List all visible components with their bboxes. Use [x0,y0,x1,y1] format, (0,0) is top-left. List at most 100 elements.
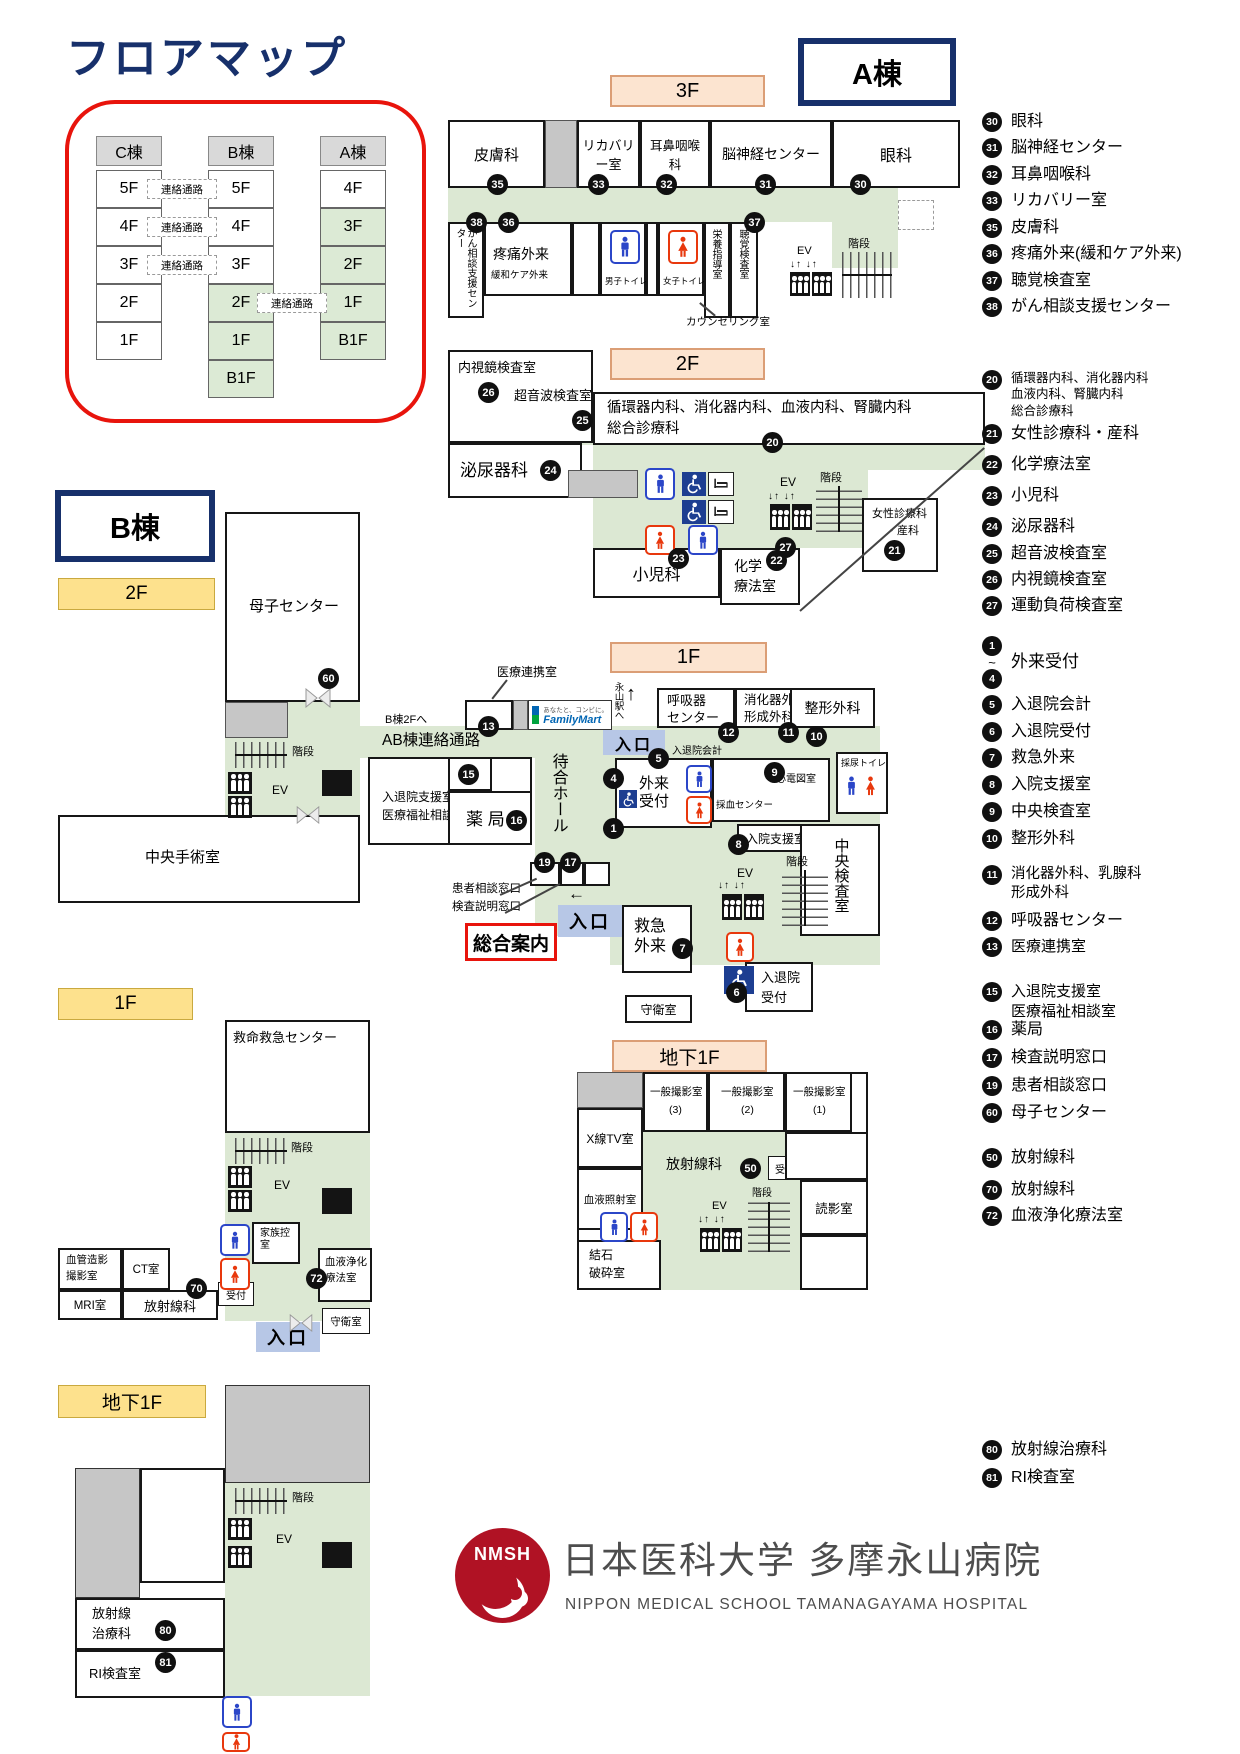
ev-arrows-1f: ↓↑ ↓↑ [718,880,746,891]
marker-23: 23 [668,548,689,569]
womens-toilet-icon-2f [645,525,675,555]
mens-toilet-icon-bb1 [222,1696,252,1728]
marker-37: 37 [744,212,765,233]
accessible-toilet-icon [682,500,706,524]
room-blank-ab1 [785,1132,868,1180]
multipurpose-toilet-icon [688,525,718,555]
billing-label: 入退院会計 [672,746,722,757]
elevator-icon [228,1518,252,1540]
connector-c-b-3f: 連絡通路 [147,255,217,275]
overview-outline [65,100,426,423]
room-maternity-center: 母子センター [225,512,360,702]
room-blank-bb1 [140,1468,225,1583]
marker-16: 16 [506,810,527,831]
marker-72: 72 [306,1268,327,1289]
stairs-icon-bb1 [235,1488,287,1514]
marker-8: 8 [728,834,749,855]
elevator-shaft [322,770,352,796]
mens-toilet-icon [610,230,640,264]
marker-22: 22 [766,550,787,571]
ev-arrows-3f: ↓↑ ↓↑ [790,259,818,270]
service-block [545,120,577,188]
page-title: フロアマップ [66,34,348,83]
door-icon [305,687,331,713]
stairs-icon-b2f [235,742,287,768]
b2f-label: 2F [58,578,215,610]
room-ct: CT室 [122,1248,170,1290]
overview-a-b1f: B1F [320,322,386,360]
marker-4: 4 [603,768,624,789]
room-recovery: リカバリー室 [577,120,640,188]
room-outpatient-reception: 外来受付 [615,758,712,828]
elevator-icon [722,1228,742,1252]
elevator-icon [228,1190,252,1212]
to-b2f-label: B棟2Fへ [385,714,428,726]
marker-17: 17 [560,852,581,873]
marker-12: 12 [718,722,739,743]
nagayama-sta-label: 永山駅へ [612,682,624,720]
stairs-label-2f: 階段 [820,472,842,484]
marker-19: 19 [534,852,555,873]
stairs-label-b2f: 階段 [292,746,314,758]
overview-c-1f: 1F [96,322,162,360]
elevator-icon [722,894,742,920]
marker-10: 10 [806,726,827,747]
room-xray-3: 一般撮影室 (3) [643,1072,708,1132]
ev-label-2f: EV [780,475,797,489]
gray-gap [513,700,528,730]
stairs-icon-3f [842,252,892,298]
mens-toilet-icon-1f [686,765,712,793]
marker-32: 32 [656,174,677,195]
marker-11: 11 [778,722,799,743]
overview-b-b1f: B1F [208,360,274,398]
marker-5: 5 [648,748,669,769]
mens-toilet-icon-2f [645,468,675,500]
elevator-icon [744,894,764,920]
hospital-name-jp: 日本医科大学 多摩永山病院 [562,1540,1043,1581]
consult-window [584,862,610,886]
womens-toilet-icon [726,932,754,962]
room-gap [646,222,658,296]
marker-15: 15 [458,764,479,785]
wing-b-label: B棟 [55,490,215,562]
room-internal-medicine: 循環器内科、消化器内科、血液内科、腎臓内科 総合診療科 [593,392,985,445]
renkei-label: 医療連携室 [497,665,558,679]
left-arrow: ← [568,884,585,903]
pointer-line [491,679,508,700]
marker-30: 30 [850,174,871,195]
room-blank-3f [572,222,600,296]
elevator-icon [812,272,832,296]
elevator-shaft [322,1542,352,1568]
gray-block-b2f [225,702,288,738]
marker-25: 25 [572,410,593,431]
floor-ab1-label: 地下1F [612,1040,767,1072]
marker-60: 60 [318,668,339,689]
room-urine-toilet: 採尿トイレ [836,752,888,814]
room-urology: 泌尿器科 [448,443,582,498]
room-mens-toilet-3f: 男子トイレ [600,222,648,296]
room-pediatrics: 小児科 [593,548,720,598]
marker-38: 38 [466,212,487,233]
marker-80: 80 [155,1620,176,1641]
stairs-label-3f: 階段 [848,238,870,250]
room-radiology-b1f: 放射線科 [122,1290,218,1320]
ab-corridor-label: AB棟連絡通路 [382,732,481,749]
womens-toilet-icon-1f [686,796,712,824]
accessible-toilet-icon [682,472,706,496]
familymart-logo-icon [532,706,540,724]
gray-block-bb1-left [75,1468,140,1598]
corridor-bb1 [225,1483,370,1696]
overview-a-4f: 4F [320,170,386,208]
overview-a-3f: 3F [320,208,386,246]
